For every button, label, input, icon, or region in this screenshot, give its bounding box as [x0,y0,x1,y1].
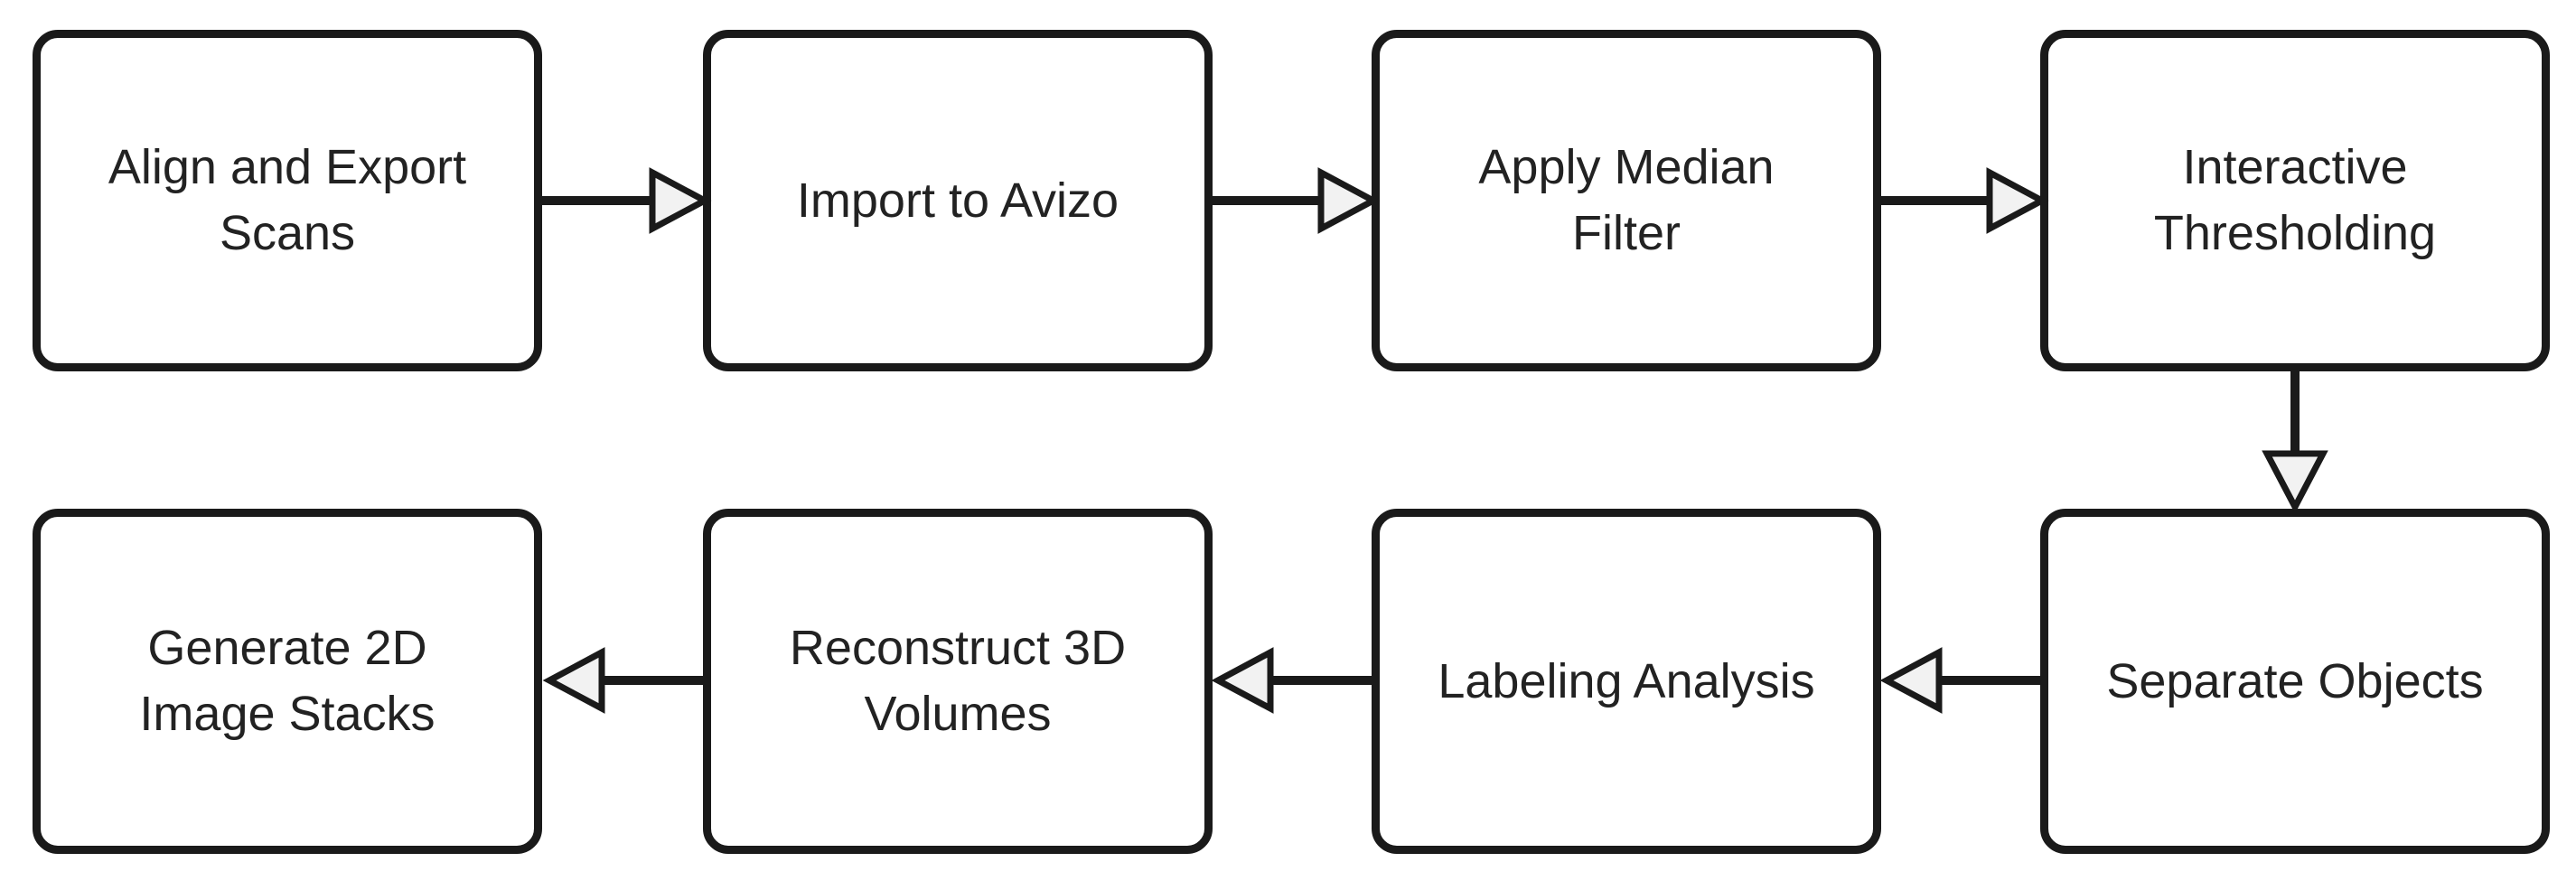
node-label: Generate 2D [147,621,427,676]
edge-median-to-thresholding [1881,167,2049,234]
node-apply-median-filter: Apply Median Filter [1372,30,1881,371]
node-label: Apply Median [1478,140,1775,195]
node-reconstruct-3d-volumes: Reconstruct 3D Volumes [703,509,1213,854]
arrowhead-right-icon [1317,167,1381,234]
node-label: Thresholding [2153,206,2437,260]
node-label: Image Stacks [139,687,436,741]
arrowhead-left-icon [542,647,605,714]
edge-thresholding-to-separate [2262,371,2328,514]
node-label: Align and Export [108,140,467,195]
node-label: Labeling Analysis [1438,653,1815,708]
node-label: Volumes [864,687,1052,741]
node-label: Reconstruct 3D [789,621,1127,676]
node-label: Scans [219,206,356,260]
arrowhead-right-icon [649,167,712,234]
node-label: Import to Avizo [796,173,1119,228]
node-separate-objects: Separate Objects [2040,509,2550,854]
node-align-and-export-scans: Align and Export Scans [33,30,542,371]
edge-separate-to-labeling [1879,647,2040,714]
arrowhead-left-icon [1879,647,1943,714]
edge-labeling-to-reconstruct [1211,647,1372,714]
node-label: Interactive [2182,140,2408,195]
edge-align-to-import [542,167,712,234]
arrowhead-down-icon [2262,450,2328,514]
node-labeling-analysis: Labeling Analysis [1372,509,1881,854]
arrowhead-right-icon [1986,167,2049,234]
node-label: Filter [1572,206,1681,260]
node-generate-2d-image-stacks: Generate 2D Image Stacks [33,509,542,854]
edge-reconstruct-to-generate [542,647,703,714]
node-import-to-avizo: Import to Avizo [703,30,1213,371]
edge-import-to-median [1213,167,1381,234]
node-interactive-thresholding: Interactive Thresholding [2040,30,2550,371]
arrowhead-left-icon [1211,647,1274,714]
node-label: Separate Objects [2106,653,2484,708]
